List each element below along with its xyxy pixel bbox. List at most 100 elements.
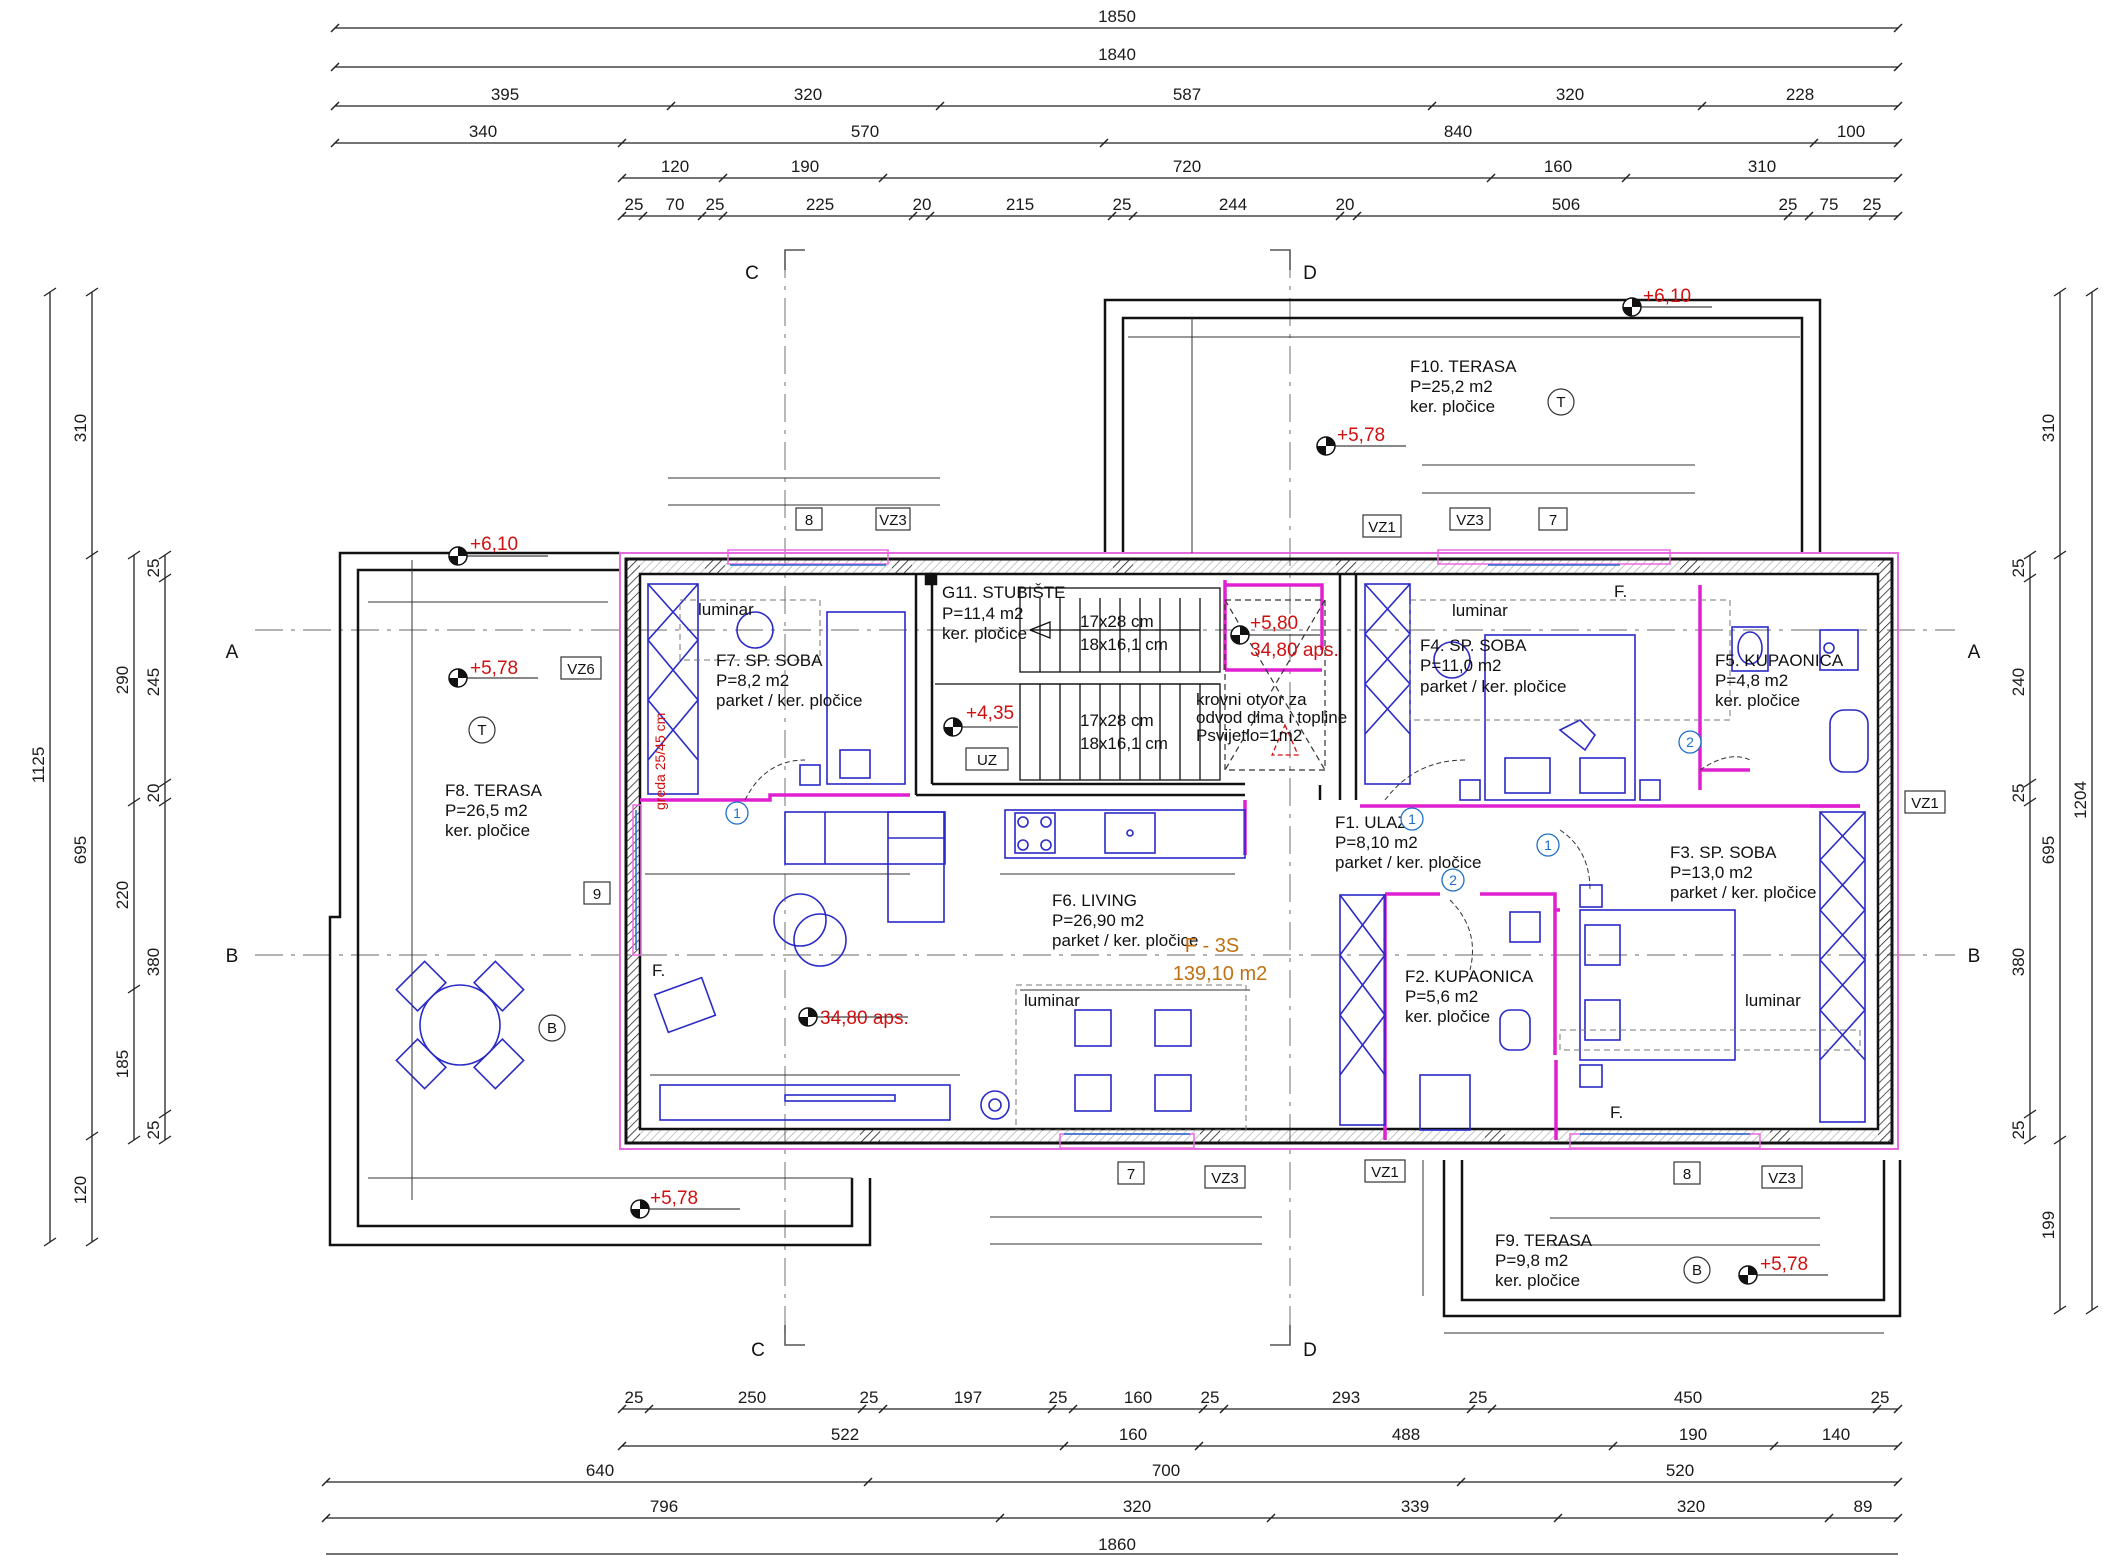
window-tag: VZ3 (1768, 1170, 1796, 1187)
tag-labels: VZ3 VZ1 VZ3 7 VZ6 UZ VZ1 9 VZ1 7 VZ3 8 V… (567, 512, 1939, 1187)
dim-value: 120 (71, 1176, 90, 1204)
room-area: P=26,5 m2 (445, 801, 528, 820)
dim-value: 25 (625, 1388, 644, 1407)
left-dimension-values: 1125 310 695 120 290 220 185 25 245 20 3… (29, 414, 163, 1204)
room-f7-label: F7. SP. SOBA P=8,2 m2 parket / ker. ploč… (716, 651, 862, 710)
room-f6-label: F6. LIVING P=26,90 m2 parket / ker. ploč… (1052, 891, 1198, 950)
dim-value: 160 (1119, 1425, 1147, 1444)
dim-value: 190 (1679, 1425, 1707, 1444)
room-f10-label: F10. TERASA P=25,2 m2 ker. pločice (1410, 357, 1517, 416)
dim-value: 290 (113, 666, 132, 694)
roof-opening-line1: krovni otvor za (1196, 690, 1307, 709)
stair-dim-b2: 18x16,1 cm (1080, 734, 1168, 753)
top-dimension-ticks (330, 23, 1903, 221)
section-d-top: D (1303, 263, 1317, 284)
window-glass (635, 564, 1750, 1135)
inner-dimension-lines (368, 318, 1884, 1334)
luminar-f6: luminar (1024, 991, 1080, 1010)
room-floor: ker. pločice (1410, 397, 1495, 416)
room-name: F10. TERASA (1410, 357, 1517, 376)
dim-top-inner: 1840 (1098, 45, 1136, 64)
dim-value: 190 (791, 157, 819, 176)
partition-walls (640, 580, 1860, 1140)
interior-walls (914, 572, 1358, 800)
room-area: P=4,8 m2 (1715, 671, 1788, 690)
room-f2-label: F2. KUPAONICA P=5,6 m2 ker. pločice (1405, 967, 1534, 1026)
dim-value: 160 (1124, 1388, 1152, 1407)
dim-value: 75 (1820, 195, 1839, 214)
dim-value: 160 (1544, 157, 1572, 176)
dim-value: 20 (913, 195, 932, 214)
f-mark-f6: F. (652, 961, 665, 980)
window-tag: VZ3 (879, 512, 907, 529)
dim-value: 310 (71, 414, 90, 442)
room-f4-label: F4. SP. SOBA P=11,0 m2 parket / ker. plo… (1420, 636, 1566, 696)
dim-value: 225 (806, 195, 834, 214)
room-name: F8. TERASA (445, 781, 543, 800)
room-g11-label: G11. STUBIŠTE P=11,4 m2 ker. pločice (942, 583, 1065, 643)
dim-value: 220 (113, 881, 132, 909)
room-f5-label: F5. KUPAONICA P=4,8 m2 ker. pločice (1715, 651, 1844, 710)
section-brackets (784, 249, 1291, 1346)
dim-value: 140 (1822, 1425, 1850, 1444)
dim-value: 506 (1552, 195, 1580, 214)
luminar-f3: luminar (1745, 991, 1801, 1010)
dim-value: 320 (1677, 1497, 1705, 1516)
level-abs-top: 34,80 aps. (1250, 640, 1339, 661)
dim-value: 25 (1863, 195, 1882, 214)
level-marker-symbol (798, 1007, 908, 1027)
room-area: P=8,2 m2 (716, 671, 789, 690)
dim-value: 25 (144, 1121, 163, 1140)
window-tag: VZ1 (1368, 519, 1396, 536)
bottom-dimension-values: 25 250 25 197 25 160 25 293 25 450 25 52… (586, 1388, 1890, 1554)
dim-value: 339 (1401, 1497, 1429, 1516)
dim-value: 185 (113, 1050, 132, 1078)
section-a-right: A (1968, 642, 1981, 663)
apartment-area: 139,10 m2 (1173, 963, 1268, 985)
room-name: F4. SP. SOBA (1420, 636, 1527, 655)
dim-value: 70 (666, 195, 685, 214)
window-tag: VZ3 (1456, 512, 1484, 529)
dim-value: 228 (1786, 85, 1814, 104)
terrace-t-f10: T (1556, 394, 1565, 411)
roof-opening-line2: odvod dima i topline (1196, 708, 1347, 727)
dim-value: 25 (1871, 1388, 1890, 1407)
dim-bottom-total: 1860 (1098, 1535, 1136, 1554)
section-d-bottom: D (1303, 1340, 1317, 1361)
apartment-code: F - 3S 139,10 m2 (1173, 935, 1268, 985)
room-f1-label: F1. ULAZ P=8,10 m2 parket / ker. pločice (1335, 813, 1481, 872)
f-mark-f4: F. (1614, 582, 1627, 601)
level-stair: +4,35 (966, 703, 1014, 724)
dim-value: 25 (2009, 784, 2028, 803)
dim-value: 89 (1854, 1497, 1873, 1516)
level-f8-terrace: +5,78 (470, 658, 518, 679)
level-abs-living: 34,80 aps. (820, 1008, 909, 1029)
beam-label: greda 25/45 cm (652, 713, 668, 810)
window-tag: VZ1 (1371, 1164, 1399, 1181)
level-markers (448, 297, 1828, 1285)
level-f10-terrace: +5,78 (1337, 425, 1385, 446)
section-labels: A A B B C C D D (226, 263, 1981, 1361)
level-marker-symbol (1316, 436, 1406, 456)
room-floor: ker. pločice (942, 624, 1027, 643)
windows (632, 549, 1761, 1149)
roof-opening-line3: Psvijetlo=1m2 (1196, 726, 1302, 745)
window-number: 8 (1683, 1166, 1691, 1183)
terrace-b-f8: B (547, 1020, 557, 1037)
level-roof-opening: +5,80 (1250, 613, 1298, 634)
room-name: F1. ULAZ (1335, 813, 1408, 832)
bottom-dimension-ticks (321, 1404, 1903, 1523)
door-type: 2 (1449, 872, 1457, 888)
dim-value: 245 (144, 668, 163, 696)
dim-value: 25 (1049, 1388, 1068, 1407)
room-area: P=13,0 m2 (1670, 863, 1753, 882)
room-name: F7. SP. SOBA (716, 651, 823, 670)
room-area: P=11,0 m2 (1420, 656, 1501, 675)
dim-value: 25 (860, 1388, 879, 1407)
room-floor: parket / ker. pločice (716, 691, 862, 710)
window-number: 9 (593, 886, 601, 903)
level-f10-top: +6,10 (1643, 286, 1691, 307)
uz-tag: UZ (977, 752, 997, 769)
dim-value: 20 (1336, 195, 1355, 214)
